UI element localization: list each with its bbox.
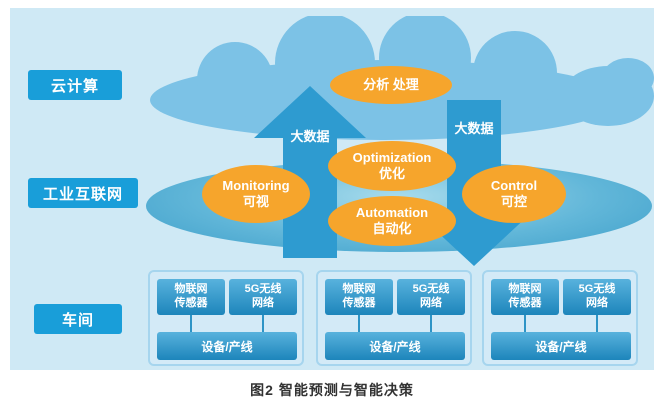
optimization-bubble: Optimization 优化 <box>328 141 456 191</box>
control-label-zh: 可控 <box>500 194 527 209</box>
connector-line <box>430 315 432 332</box>
iot-sensor-line2: 传感器 <box>508 297 542 309</box>
5g-network-line2: 网络 <box>252 297 274 309</box>
iot-sensor-node: 物联网 传感器 <box>157 279 225 315</box>
workshop-group-3: 物联网 传感器 5G无线 网络 设备/产线 <box>482 270 638 366</box>
figure-caption: 图2 智能预测与智能决策 <box>250 382 414 398</box>
control-label-en: Control <box>490 177 538 193</box>
iot-sensor-line2: 传感器 <box>342 297 376 309</box>
iot-sensor-line2: 传感器 <box>174 297 208 309</box>
analysis-processing-label: 分析 处理 <box>363 76 419 92</box>
workshop-group-1: 物联网 传感器 5G无线 网络 设备/产线 <box>148 270 304 366</box>
device-line-node: 设备/产线 <box>491 332 631 360</box>
layer-label-workshop: 车间 <box>34 304 122 334</box>
iot-sensor-node: 物联网 传感器 <box>325 279 393 315</box>
5g-network-line2: 网络 <box>420 297 442 309</box>
5g-network-line1: 5G无线 <box>578 283 616 296</box>
workshop-group-2: 物联网 传感器 5G无线 网络 设备/产线 <box>316 270 472 366</box>
device-line-node: 设备/产线 <box>325 332 465 360</box>
optimization-label-en: Optimization <box>352 149 432 165</box>
automation-label-zh: 自动化 <box>372 221 412 236</box>
automation-bubble: Automation 自动化 <box>328 196 456 246</box>
connector-line <box>524 315 526 332</box>
5g-network-node: 5G无线 网络 <box>397 279 465 315</box>
big-data-down-label: 大数据 <box>454 121 494 136</box>
monitoring-label-en: Monitoring <box>222 177 290 193</box>
analysis-processing-bubble: 分析 处理 <box>330 66 452 104</box>
big-data-up-arrow: 大数据 <box>252 86 368 258</box>
up-arrow-shape <box>254 86 366 258</box>
diagram-panel: 大数据 大数据 分析 处理 Monitoring 可视 Optimization… <box>10 8 654 370</box>
connector-line <box>190 315 192 332</box>
optimization-label-zh: 优化 <box>378 166 405 181</box>
iot-sensor-line1: 物联网 <box>342 283 376 296</box>
automation-label-en: Automation <box>355 204 429 220</box>
5g-network-node: 5G无线 网络 <box>563 279 631 315</box>
layer-label-industrial-internet: 工业互联网 <box>28 178 138 208</box>
layer-label-cloud-computing: 云计算 <box>28 70 122 100</box>
connector-line <box>262 315 264 332</box>
big-data-up-label: 大数据 <box>290 129 330 144</box>
iot-sensor-line1: 物联网 <box>508 283 542 296</box>
monitoring-label-zh: 可视 <box>242 194 269 209</box>
5g-network-line1: 5G无线 <box>244 283 282 296</box>
connector-line <box>596 315 598 332</box>
control-bubble: Control 可控 <box>462 165 566 223</box>
iot-sensor-node: 物联网 传感器 <box>491 279 559 315</box>
device-line-node: 设备/产线 <box>157 332 297 360</box>
connector-line <box>358 315 360 332</box>
5g-network-node: 5G无线 网络 <box>229 279 297 315</box>
5g-network-line1: 5G无线 <box>412 283 450 296</box>
monitoring-bubble: Monitoring 可视 <box>202 165 310 223</box>
5g-network-line2: 网络 <box>586 297 608 309</box>
iot-sensor-line1: 物联网 <box>174 283 208 296</box>
